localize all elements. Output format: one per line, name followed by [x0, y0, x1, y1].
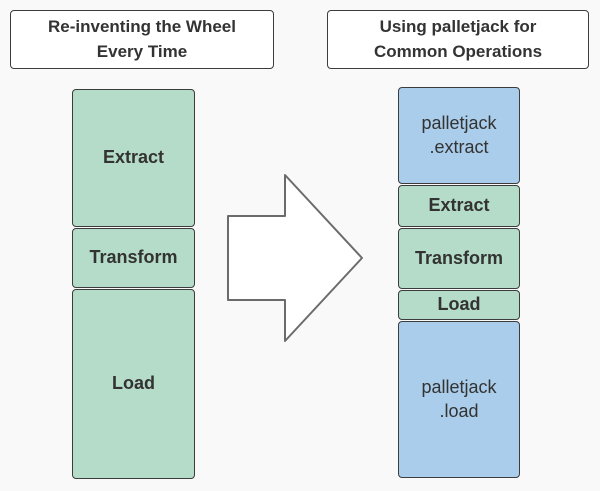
- right-box-palletjack-extract: palletjack .extract: [398, 87, 520, 184]
- right-box-transform: Transform: [398, 228, 520, 289]
- left-box-extract: Extract: [72, 89, 195, 227]
- right-panel-title: Using palletjack for Common Operations: [327, 10, 589, 69]
- right-box-extract: Extract: [398, 185, 520, 227]
- left-panel-title: Re-inventing the Wheel Every Time: [10, 10, 274, 69]
- right-box-load: Load: [398, 290, 520, 320]
- left-box-load: Load: [72, 289, 195, 479]
- right-etl-stack: palletjack .extract Extract Transform Lo…: [398, 87, 520, 478]
- right-arrow-icon: [225, 172, 365, 344]
- left-etl-stack: Extract Transform Load: [72, 89, 195, 479]
- right-box-palletjack-load: palletjack .load: [398, 321, 520, 478]
- left-box-transform: Transform: [72, 228, 195, 288]
